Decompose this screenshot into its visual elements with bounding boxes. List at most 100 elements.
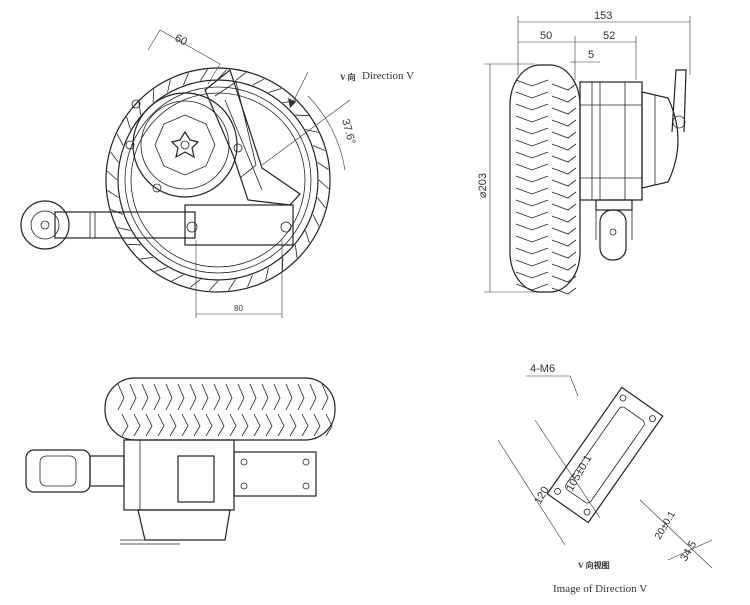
tread-block — [318, 179, 329, 190]
dim-5-text: 5 — [588, 49, 594, 61]
bottom-cover — [137, 509, 231, 541]
bolt-hole — [125, 140, 135, 150]
tread-block — [140, 256, 154, 260]
tread-block — [312, 214, 320, 227]
front-bracket — [204, 68, 301, 206]
tread-chevron — [515, 91, 577, 103]
motor-housing — [132, 92, 238, 198]
dim-angle-text: 37.6° — [339, 118, 357, 146]
tread-block — [152, 89, 155, 103]
tread-chevron — [515, 211, 577, 223]
direction-v-en: Direction V — [362, 70, 414, 82]
dim-153-text: 153 — [594, 10, 612, 22]
dim-120-text: 120 — [532, 485, 552, 507]
tread-chevron — [189, 383, 201, 437]
dim-angle-arc — [307, 95, 346, 171]
dim-52-text: 52 — [603, 30, 615, 42]
tread-block — [117, 227, 131, 231]
bottom-caster-arm — [89, 455, 125, 487]
plate-hole — [240, 482, 248, 490]
direction-v-arrowhead — [288, 98, 296, 108]
caption-en: Image of Direction V — [553, 583, 647, 595]
hub-center-pin — [180, 140, 190, 150]
dim-60-text: 60 — [173, 32, 189, 48]
plate-outline — [546, 386, 664, 524]
tread-chevron — [249, 383, 261, 437]
front-tire-tread-inner — [117, 79, 319, 281]
dim-line-60 — [159, 29, 221, 65]
caster-mount-block — [184, 204, 294, 246]
tread-chevron — [309, 383, 321, 437]
mount-bolt — [186, 221, 198, 233]
bottom-caster-fork — [25, 449, 91, 493]
tread-block — [305, 129, 319, 133]
side-cover — [641, 91, 679, 189]
caster-axle — [609, 228, 617, 236]
tread-block — [171, 274, 184, 282]
plate-hole — [240, 458, 248, 466]
tread-block — [294, 244, 298, 258]
bolt-hole — [233, 143, 243, 153]
tread-block — [183, 72, 189, 86]
tread-block — [305, 230, 310, 244]
tread-block — [208, 280, 219, 291]
tread-chevron — [237, 383, 249, 437]
dim-line-20 — [639, 499, 713, 569]
bottom-tread-pattern — [117, 383, 333, 437]
tread-chevron — [261, 383, 273, 437]
tread-block — [235, 72, 247, 81]
tread-block — [317, 162, 329, 170]
bracket-rib — [224, 99, 263, 191]
direction-v-plate — [546, 386, 664, 524]
tread-block — [317, 197, 326, 209]
bottom-plate-block — [177, 455, 215, 503]
tread-chevron — [515, 151, 577, 163]
plate-slot — [565, 406, 645, 504]
tread-block — [295, 114, 309, 117]
bottom-view — [25, 377, 336, 545]
mount-bolt — [280, 221, 292, 233]
hub-center-lobes — [170, 130, 200, 159]
tread-block — [312, 145, 326, 151]
tread-block — [127, 243, 141, 246]
dim-20-text: 20±0.1 — [653, 509, 678, 541]
dim-line-345 — [667, 539, 713, 561]
bottom-motor-body — [123, 439, 235, 511]
tread-block — [116, 133, 124, 146]
tread-chevron — [165, 383, 177, 437]
caster-wheel-inner — [30, 210, 60, 240]
tread-chevron — [117, 383, 129, 437]
caster-wheel-outer — [20, 200, 70, 250]
caster-arm — [54, 211, 196, 239]
plate-hole — [554, 487, 561, 495]
dim-105-text: 105±0.1 — [564, 453, 594, 493]
tread-block — [252, 78, 265, 86]
bolt-hole — [152, 183, 162, 193]
tread-chevron — [515, 199, 577, 211]
tread-chevron — [321, 383, 333, 437]
tread-chevron — [153, 383, 165, 437]
tread-chevron — [129, 383, 141, 437]
dim-line-105 — [534, 419, 601, 519]
side-tread-pattern — [515, 79, 577, 295]
leader-line — [569, 375, 579, 397]
plate-view: 4-M6 120 105±0.1 20±0.1 34.5 V 向视图 Image… — [497, 363, 713, 595]
front-rim-outer — [124, 86, 312, 274]
tread-chevron — [515, 259, 577, 271]
tread-chevron — [515, 127, 577, 139]
dim-diameter-text: ⌀203 — [477, 173, 489, 198]
dim-50-text: 50 — [540, 30, 552, 42]
plate-hole — [649, 415, 656, 423]
tread-block — [200, 69, 208, 81]
tread-block — [281, 257, 284, 271]
direction-v-cn: V 向 — [340, 72, 356, 82]
tread-chevron — [285, 383, 297, 437]
lever-pivot — [672, 115, 686, 129]
tread-block — [107, 190, 119, 198]
tread-block — [107, 170, 118, 181]
tread-block — [265, 267, 269, 281]
tread-block — [167, 79, 171, 93]
dim-ext — [147, 29, 161, 51]
caster-fork-top — [595, 199, 633, 211]
